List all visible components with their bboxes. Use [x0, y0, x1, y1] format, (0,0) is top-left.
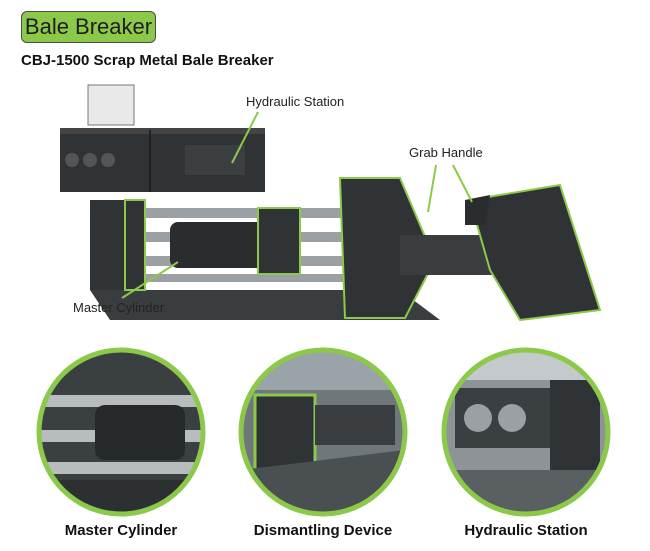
callout-grab-handle: Grab Handle — [409, 145, 483, 160]
grab-frame — [338, 177, 602, 322]
hydraulic-station-leader — [231, 111, 259, 164]
detail-dismantling-device-image — [241, 350, 405, 514]
grab-handle-leader-left — [427, 164, 437, 213]
callout-master-cylinder: Master Cylinder — [73, 300, 165, 315]
grab-handle-leader-right — [452, 164, 473, 203]
hydraulic-station-cabinet — [60, 84, 265, 192]
caption-hydraulic-station: Hydraulic Station — [464, 522, 588, 539]
product-subtitle: CBJ-1500 Scrap Metal Bale Breaker — [21, 52, 274, 69]
master-cylinder-leader — [121, 261, 179, 299]
title-badge: Bale Breaker — [21, 11, 156, 43]
caption-dismantling-device: Dismantling Device — [253, 522, 393, 539]
callout-hydraulic-station: Hydraulic Station — [246, 94, 345, 109]
detail-master-cylinder-image — [39, 350, 203, 514]
caption-master-cylinder: Master Cylinder — [64, 522, 178, 539]
